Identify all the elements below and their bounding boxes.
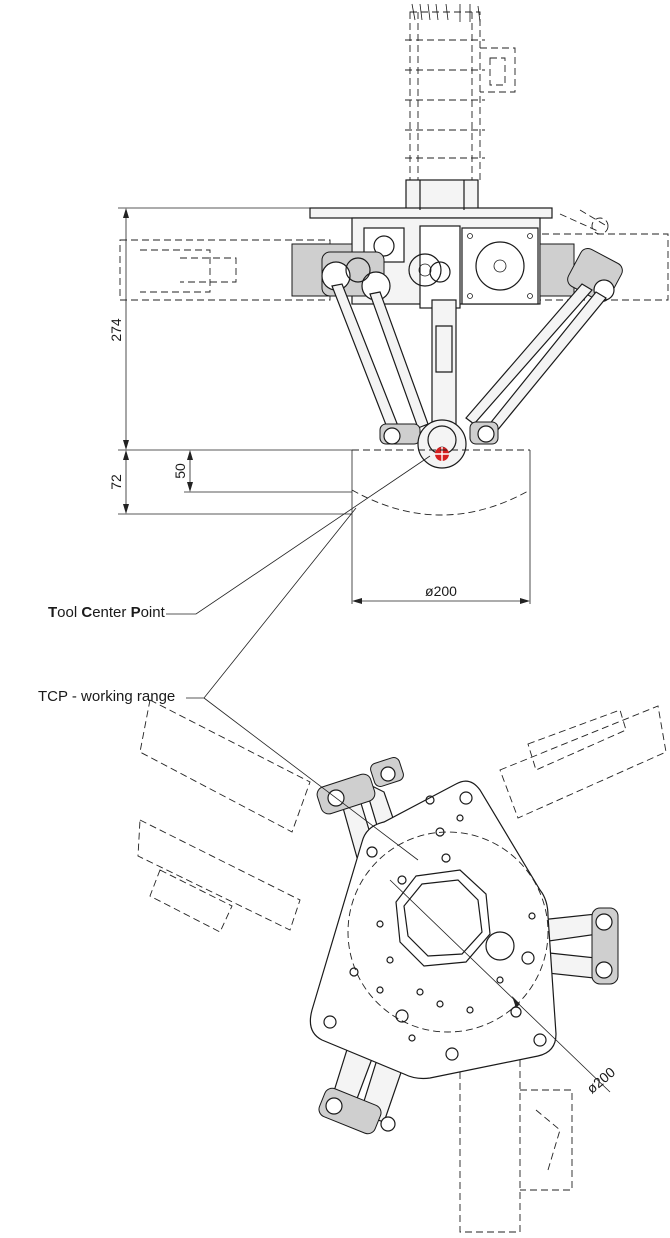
side-view: [118, 3, 669, 604]
top-diameter-dimension: [389, 879, 611, 1093]
dashed-arm-positions: [119, 209, 669, 301]
top-dashed-arms: [137, 699, 667, 1233]
top-view: [137, 699, 667, 1233]
end-effector: [379, 419, 499, 469]
vertical-dimensions: [118, 207, 352, 515]
base-plate: [309, 780, 557, 1080]
dimension-diameter-top: ø200: [583, 1064, 618, 1097]
base-body: [291, 217, 575, 309]
leader-lines: [166, 455, 431, 861]
motor-column-dashed: [405, 3, 516, 183]
lower-arms: [331, 283, 607, 441]
dimension-72: 72: [108, 474, 124, 490]
dimension-274: 274: [108, 318, 124, 342]
working-range-label: TCP - working range: [38, 688, 176, 705]
dimension-diameter-side: ø200: [425, 583, 457, 599]
tool-center-point-label: Tool Center Point: [48, 604, 165, 621]
working-range-side: [351, 449, 531, 604]
flange: [309, 179, 553, 219]
dimension-50: 50: [172, 463, 188, 479]
